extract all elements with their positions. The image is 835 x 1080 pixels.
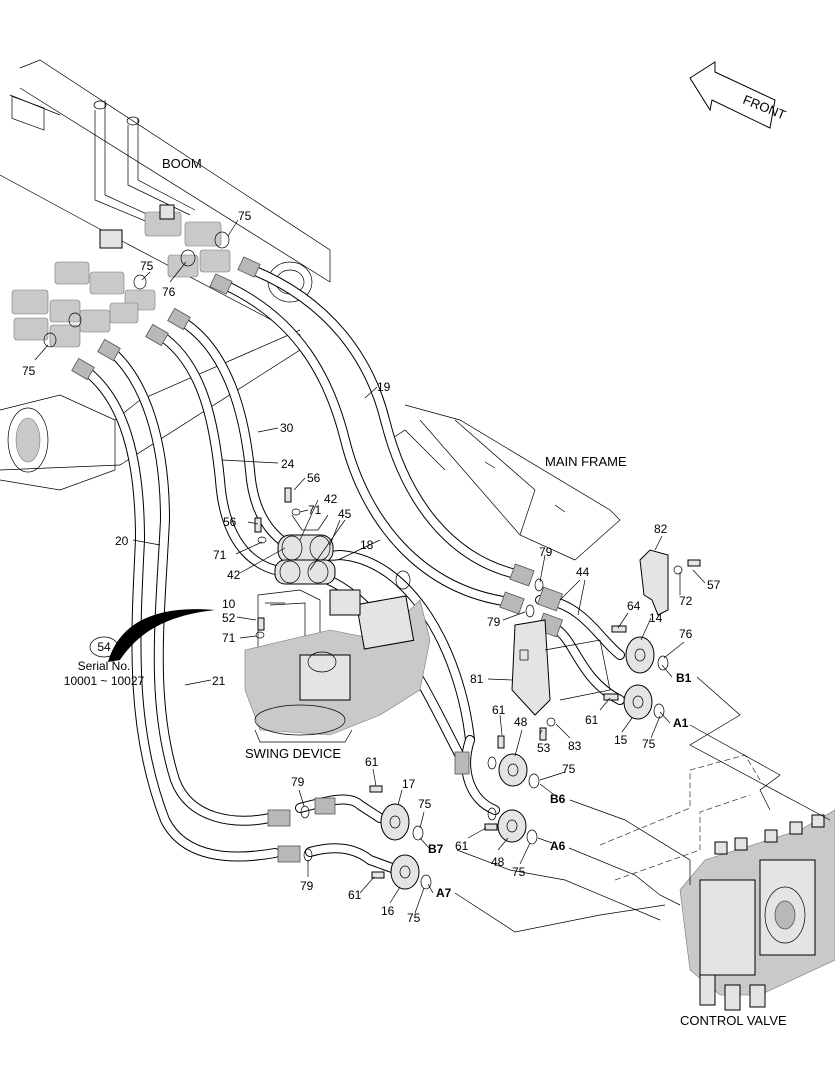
- front-arrow: FRONT: [689, 61, 788, 129]
- swing-device: [244, 570, 431, 743]
- part-79: 79: [291, 775, 305, 789]
- part-10: 10: [222, 597, 236, 611]
- part-75: 75: [512, 865, 526, 879]
- part-71: 71: [308, 503, 322, 517]
- part-45: 45: [338, 507, 352, 521]
- part-number-labels: 75 75 76 75 19 30 24 20 21 18 56 71 42 4…: [22, 209, 721, 925]
- part-48: 48: [514, 715, 528, 729]
- part-61: 61: [348, 888, 362, 902]
- part-83: 83: [568, 739, 582, 753]
- callout-54: 54: [97, 640, 111, 654]
- boom-structure: [0, 59, 331, 491]
- part-15: 15: [614, 733, 628, 747]
- part-44: 44: [576, 565, 590, 579]
- part-leader-lines: [34, 219, 706, 914]
- port-a6: A6: [550, 839, 566, 853]
- part-75: 75: [22, 364, 36, 378]
- bracket-82: [639, 549, 669, 616]
- area-labels: BOOM MAIN FRAME SWING DEVICE CONTROL VAL…: [162, 156, 787, 1028]
- part-21: 21: [212, 674, 226, 688]
- part-17: 17: [402, 777, 416, 791]
- part-75: 75: [418, 797, 432, 811]
- boom-label: BOOM: [162, 156, 202, 171]
- serial-no-label: Serial No.: [78, 659, 131, 673]
- serial-range-label: 10001 ~ 10027: [64, 674, 145, 688]
- part-61: 61: [492, 703, 506, 717]
- part-79: 79: [539, 545, 553, 559]
- part-56: 56: [307, 471, 321, 485]
- main-frame-label: MAIN FRAME: [545, 454, 627, 469]
- part-75: 75: [140, 259, 154, 273]
- part-76: 76: [162, 285, 176, 299]
- port-b6: B6: [550, 792, 566, 806]
- part-14: 14: [649, 611, 663, 625]
- part-61: 61: [365, 755, 379, 769]
- part-18: 18: [360, 538, 374, 552]
- bracket-81: [511, 619, 611, 716]
- part-20: 20: [115, 534, 129, 548]
- part-56: 56: [223, 515, 237, 529]
- part-61: 61: [585, 713, 599, 727]
- part-71: 71: [222, 631, 236, 645]
- hose-clamps: [274, 514, 336, 585]
- part-75: 75: [238, 209, 252, 223]
- part-82: 82: [654, 522, 668, 536]
- part-30: 30: [280, 421, 294, 435]
- port-b7: B7: [428, 842, 444, 856]
- part-75: 75: [562, 762, 576, 776]
- hose-fittings: [71, 256, 563, 863]
- port-labels: B1 A1 B6 A6 B7 A7: [428, 671, 692, 900]
- o-rings: [300, 578, 669, 890]
- control-valve: [679, 809, 835, 1011]
- part-53: 53: [537, 741, 551, 755]
- part-79: 79: [300, 879, 314, 893]
- part-64: 64: [627, 599, 641, 613]
- part-76: 76: [679, 627, 693, 641]
- control-valve-label: CONTROL VALVE: [680, 1013, 787, 1028]
- part-57: 57: [707, 578, 721, 592]
- part-81: 81: [470, 672, 484, 686]
- swing-device-label: SWING DEVICE: [245, 746, 341, 761]
- main-frame-structure: [389, 404, 621, 561]
- part-16: 16: [381, 904, 395, 918]
- part-61: 61: [455, 839, 469, 853]
- part-48: 48: [491, 855, 505, 869]
- serial-callout: 54 Serial No. 10001 ~ 10027: [64, 609, 215, 688]
- part-24: 24: [281, 457, 295, 471]
- hoses: [80, 263, 625, 873]
- port-b1: B1: [676, 671, 692, 685]
- part-75: 75: [642, 737, 656, 751]
- part-75: 75: [407, 911, 421, 925]
- flanges: [380, 636, 655, 890]
- part-79: 79: [487, 615, 501, 629]
- part-42: 42: [324, 492, 338, 506]
- part-72: 72: [679, 594, 693, 608]
- part-71: 71: [213, 548, 227, 562]
- port-leader-lines: [454, 676, 831, 933]
- part-19: 19: [377, 380, 391, 394]
- port-a7: A7: [436, 886, 452, 900]
- port-a1: A1: [673, 716, 689, 730]
- part-42: 42: [227, 568, 241, 582]
- part-52: 52: [222, 611, 236, 625]
